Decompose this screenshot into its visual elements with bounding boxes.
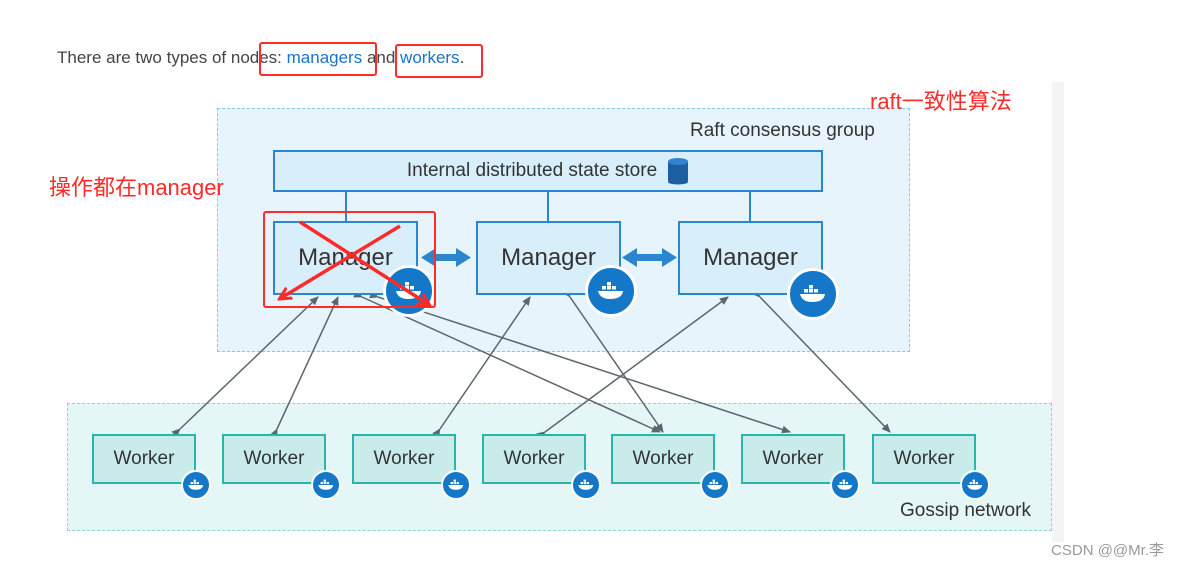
mgr-link-1-bar bbox=[433, 254, 459, 261]
docker-whale-icon bbox=[787, 268, 839, 320]
worker-node-7: Worker bbox=[872, 434, 976, 484]
red-cross-stroke-1 bbox=[299, 220, 428, 304]
worker-label: Worker bbox=[503, 448, 565, 469]
worker-node-5: Worker bbox=[611, 434, 715, 484]
worker-label: Worker bbox=[373, 448, 435, 469]
mgr-link-1-left-head bbox=[421, 248, 436, 267]
mgr-link-2-right-head bbox=[662, 248, 677, 267]
worker-node-1: Worker bbox=[92, 434, 196, 484]
worker-node-6: Worker bbox=[741, 434, 845, 484]
docker-whale-icon bbox=[700, 470, 730, 500]
manager-highlight-box bbox=[263, 211, 436, 308]
docker-whale-icon bbox=[571, 470, 601, 500]
manager-label: Manager bbox=[703, 244, 798, 271]
mgr-link-2-bar bbox=[635, 254, 665, 261]
worker-link-8 bbox=[751, 288, 891, 433]
manager-label: Manager bbox=[501, 244, 596, 271]
workers-link[interactable]: workers bbox=[400, 48, 460, 67]
worker-link-2 bbox=[270, 296, 339, 438]
intro-sentence: There are two types of nodes: managers a… bbox=[57, 48, 465, 67]
red-cross-stroke-2 bbox=[281, 224, 401, 298]
raft-algorithm-annotation: raft一致性算法 bbox=[870, 89, 1012, 114]
docker-whale-icon bbox=[585, 265, 637, 317]
worker-link-5 bbox=[432, 296, 531, 438]
state-store-label: Internal distributed state store bbox=[406, 160, 658, 181]
worker-label: Worker bbox=[243, 448, 305, 469]
internal-state-store: Internal distributed state store bbox=[273, 150, 823, 192]
gossip-network-label: Gossip network bbox=[900, 500, 1031, 521]
worker-node-4: Worker bbox=[482, 434, 586, 484]
docker-whale-icon bbox=[830, 470, 860, 500]
mgr-link-1-right-head bbox=[456, 248, 471, 267]
worker-label: Worker bbox=[632, 448, 694, 469]
csdn-watermark: CSDN @@Mr.李 bbox=[1051, 542, 1164, 559]
worker-node-3: Worker bbox=[352, 434, 456, 484]
raft-group-label: Raft consensus group bbox=[690, 120, 875, 141]
worker-label: Worker bbox=[113, 448, 175, 469]
worker-node-2: Worker bbox=[222, 434, 326, 484]
docker-whale-icon bbox=[311, 470, 341, 500]
database-icon bbox=[668, 158, 689, 185]
workers-highlight-box bbox=[395, 44, 483, 78]
page-edge-shadow bbox=[1052, 82, 1064, 542]
worker-link-7 bbox=[536, 296, 729, 440]
docker-whale-icon bbox=[441, 470, 471, 500]
managers-link[interactable]: managers bbox=[286, 48, 363, 67]
managers-highlight-box bbox=[259, 42, 377, 76]
ops-on-manager-annotation: 操作都在manager bbox=[49, 175, 224, 200]
docker-whale-icon bbox=[960, 470, 990, 500]
mgr-link-2-left-head bbox=[622, 248, 637, 267]
worker-label: Worker bbox=[893, 448, 955, 469]
worker-label: Worker bbox=[762, 448, 824, 469]
docker-whale-icon bbox=[181, 470, 211, 500]
